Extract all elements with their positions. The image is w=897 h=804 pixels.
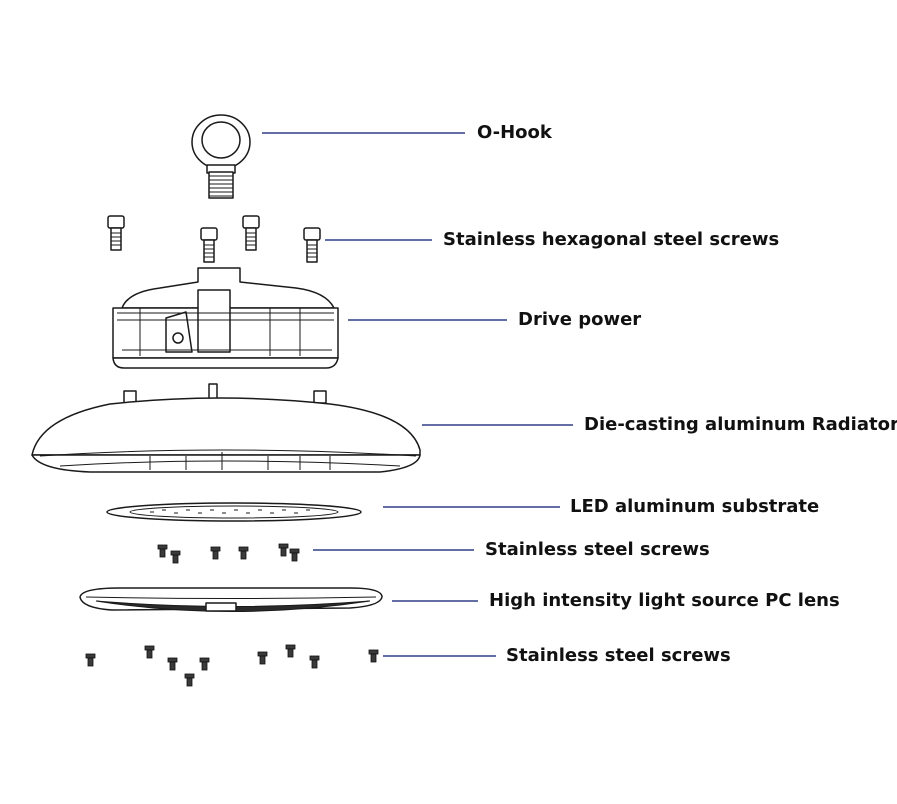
led-substrate-part — [106, 502, 362, 522]
label-drive-power: Drive power — [518, 309, 642, 330]
small-screw — [157, 544, 168, 558]
small-screw — [285, 644, 296, 658]
drive-power-part — [112, 267, 339, 369]
label-pc-lens: High intensity light source PC lens — [489, 590, 840, 611]
radiator-part — [31, 383, 421, 473]
small-screw — [257, 651, 268, 665]
label-o-hook: O-Hook — [477, 122, 552, 143]
small-screw — [144, 645, 155, 659]
label-led-substrate: LED aluminum substrate — [570, 496, 820, 517]
label-lower-screws: Stainless steel screws — [506, 645, 731, 666]
pc-lens-part — [79, 587, 383, 612]
upper-screws-part — [157, 543, 300, 564]
small-screw — [210, 546, 221, 560]
label-radiator: Die-casting aluminum Radiator — [584, 414, 897, 435]
hex-screw — [303, 227, 321, 263]
hex-screw — [242, 215, 260, 251]
hexagonal-screws-part — [107, 215, 321, 263]
small-screw — [278, 543, 289, 557]
lower-screws-part — [85, 644, 379, 687]
small-screw — [167, 657, 178, 671]
label-hex-screws: Stainless hexagonal steel screws — [443, 229, 780, 250]
hex-screw — [200, 227, 218, 263]
small-screw — [309, 655, 320, 669]
small-screw — [170, 550, 181, 564]
small-screw — [238, 546, 249, 560]
small-screw — [199, 657, 210, 671]
small-screw — [289, 548, 300, 562]
small-screw — [85, 653, 96, 667]
o-hook-part — [191, 114, 251, 199]
small-screw — [184, 673, 195, 687]
label-upper-screws: Stainless steel screws — [485, 539, 710, 560]
leader-lines — [262, 132, 573, 657]
small-screw — [368, 649, 379, 663]
hex-screw — [107, 215, 125, 251]
